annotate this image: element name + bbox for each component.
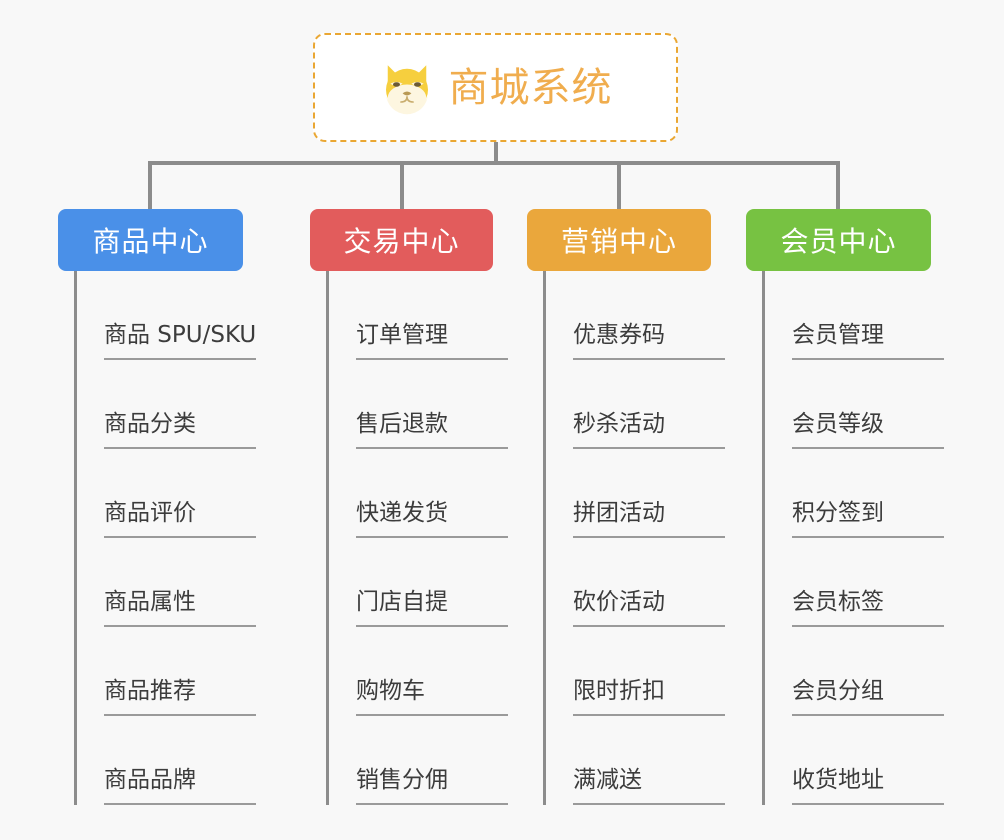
leaf-item[interactable]: 门店自提 [310, 538, 508, 627]
leaf-label: 限时折扣 [573, 676, 725, 716]
leaf-label: 会员标签 [792, 587, 944, 627]
leaf-list-trade-center: 订单管理 售后退款 快递发货 门店自提 购物车 销售分佣 [310, 271, 508, 805]
leaf-label: 商品品牌 [104, 765, 256, 805]
branch-spine [326, 271, 329, 805]
branch-member-center: 会员中心 会员管理 会员等级 积分签到 会员标签 会员分组 收货地址 [746, 209, 944, 805]
leaf-item[interactable]: 拼团活动 [527, 449, 725, 538]
root-node[interactable]: 商城系统 [313, 33, 678, 142]
connector-drop-member-center [836, 161, 840, 209]
leaf-item[interactable]: 满减送 [527, 716, 725, 805]
shiba-dog-face-icon [385, 64, 428, 114]
leaf-item[interactable]: 砍价活动 [527, 538, 725, 627]
branch-spine [543, 271, 546, 805]
leaf-item[interactable]: 会员标签 [746, 538, 944, 627]
leaf-label: 商品 SPU/SKU [104, 320, 256, 360]
leaf-label: 商品分类 [104, 409, 256, 449]
leaf-label: 砍价活动 [573, 587, 725, 627]
leaf-label: 商品评价 [104, 498, 256, 538]
leaf-item[interactable]: 商品分类 [58, 360, 256, 449]
category-label: 会员中心 [780, 225, 897, 258]
category-label: 交易中心 [343, 225, 460, 258]
leaf-item[interactable]: 售后退款 [310, 360, 508, 449]
leaf-label: 购物车 [356, 676, 508, 716]
leaf-label: 会员分组 [792, 676, 944, 716]
leaf-label: 商品推荐 [104, 676, 256, 716]
leaf-label: 会员管理 [792, 320, 944, 360]
connector-drop-trade-center [400, 161, 404, 209]
leaf-item[interactable]: 积分签到 [746, 449, 944, 538]
leaf-item[interactable]: 销售分佣 [310, 716, 508, 805]
leaf-label: 收货地址 [792, 765, 944, 805]
leaf-label: 秒杀活动 [573, 409, 725, 449]
connector-horizontal-bus [148, 161, 840, 165]
branch-spine [74, 271, 77, 805]
leaf-label: 拼团活动 [573, 498, 725, 538]
category-label: 商品中心 [92, 225, 209, 258]
category-label: 营销中心 [560, 225, 677, 258]
leaf-item[interactable]: 商品属性 [58, 538, 256, 627]
category-header-member-center[interactable]: 会员中心 [746, 209, 931, 271]
leaf-label: 销售分佣 [356, 765, 508, 805]
category-header-marketing-center[interactable]: 营销中心 [527, 209, 711, 271]
branch-product-center: 商品中心 商品 SPU/SKU 商品分类 商品评价 商品属性 商品推荐 商品品牌 [58, 209, 256, 805]
leaf-label: 快递发货 [356, 498, 508, 538]
leaf-list-marketing-center: 优惠券码 秒杀活动 拼团活动 砍价活动 限时折扣 满减送 [527, 271, 725, 805]
leaf-item[interactable]: 收货地址 [746, 716, 944, 805]
leaf-label: 会员等级 [792, 409, 944, 449]
leaf-list-product-center: 商品 SPU/SKU 商品分类 商品评价 商品属性 商品推荐 商品品牌 [58, 271, 256, 805]
leaf-label: 积分签到 [792, 498, 944, 538]
branch-marketing-center: 营销中心 优惠券码 秒杀活动 拼团活动 砍价活动 限时折扣 满减送 [527, 209, 725, 805]
leaf-item[interactable]: 会员管理 [746, 271, 944, 360]
leaf-item[interactable]: 会员分组 [746, 627, 944, 716]
leaf-item[interactable]: 限时折扣 [527, 627, 725, 716]
connector-drop-product-center [148, 161, 152, 209]
category-header-trade-center[interactable]: 交易中心 [310, 209, 493, 271]
branch-trade-center: 交易中心 订单管理 售后退款 快递发货 门店自提 购物车 销售分佣 [310, 209, 508, 805]
leaf-list-member-center: 会员管理 会员等级 积分签到 会员标签 会员分组 收货地址 [746, 271, 944, 805]
branch-spine [762, 271, 765, 805]
leaf-label: 订单管理 [356, 320, 508, 360]
leaf-item[interactable]: 商品评价 [58, 449, 256, 538]
leaf-item[interactable]: 优惠券码 [527, 271, 725, 360]
root-title: 商城系统 [448, 64, 613, 111]
leaf-label: 售后退款 [356, 409, 508, 449]
leaf-item[interactable]: 购物车 [310, 627, 508, 716]
leaf-item[interactable]: 快递发货 [310, 449, 508, 538]
connector-drop-marketing-center [617, 161, 621, 209]
leaf-item[interactable]: 商品 SPU/SKU [58, 271, 256, 360]
leaf-item[interactable]: 秒杀活动 [527, 360, 725, 449]
leaf-label: 满减送 [573, 765, 725, 805]
leaf-item[interactable]: 商品推荐 [58, 627, 256, 716]
leaf-item[interactable]: 订单管理 [310, 271, 508, 360]
leaf-label: 门店自提 [356, 587, 508, 627]
leaf-item[interactable]: 商品品牌 [58, 716, 256, 805]
leaf-label: 商品属性 [104, 587, 256, 627]
category-header-product-center[interactable]: 商品中心 [58, 209, 243, 271]
leaf-label: 优惠券码 [573, 320, 725, 360]
connector-root-stem [494, 142, 498, 163]
leaf-item[interactable]: 会员等级 [746, 360, 944, 449]
